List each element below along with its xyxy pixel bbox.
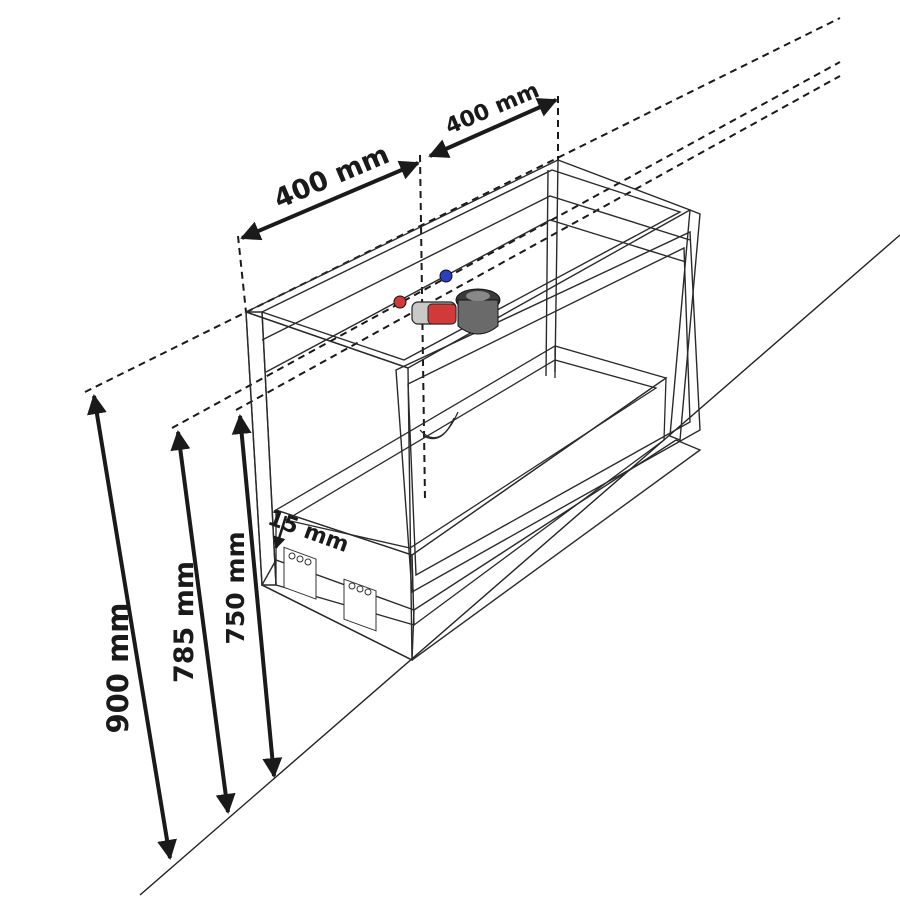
height-mid-label: 785 mm bbox=[169, 561, 200, 683]
dimension-arrows bbox=[87, 98, 558, 860]
cabinet-right-side bbox=[669, 209, 701, 441]
cold-water-valve-icon bbox=[439, 269, 453, 283]
dimension-arrow-icon bbox=[87, 394, 177, 860]
ref-line-center bbox=[419, 154, 426, 501]
offset-small-label: 15 mm bbox=[264, 506, 352, 558]
ref-line-left-width bbox=[237, 235, 247, 313]
siphon-icon bbox=[411, 288, 501, 335]
dimension-arrow-icon bbox=[231, 414, 283, 778]
ref-line-785 bbox=[171, 61, 841, 429]
cabinet-front bbox=[395, 230, 701, 594]
dimension-arrow-icon bbox=[273, 515, 288, 550]
dimension-arrow-icon bbox=[240, 160, 420, 241]
floor-line bbox=[139, 234, 900, 896]
dimension-arrow-icon bbox=[428, 98, 558, 158]
siphon-cutout bbox=[419, 411, 459, 439]
width-right-label: 400 mm bbox=[442, 78, 543, 140]
height-inner-label: 750 mm bbox=[221, 532, 250, 645]
drawer-hinge-icon bbox=[283, 546, 377, 632]
reference-lines bbox=[84, 17, 841, 501]
drawer-box bbox=[274, 345, 668, 556]
ref-line-750 bbox=[235, 75, 841, 411]
width-left-label: 400 mm bbox=[269, 139, 393, 215]
height-total-label: 900 mm bbox=[101, 602, 135, 733]
drawer-front bbox=[411, 376, 667, 627]
dimension-arrow-icon bbox=[170, 430, 236, 814]
plumbing bbox=[393, 269, 501, 335]
drawer bbox=[274, 345, 668, 627]
ref-line-900 bbox=[84, 17, 841, 393]
hot-water-valve-icon bbox=[393, 295, 407, 309]
